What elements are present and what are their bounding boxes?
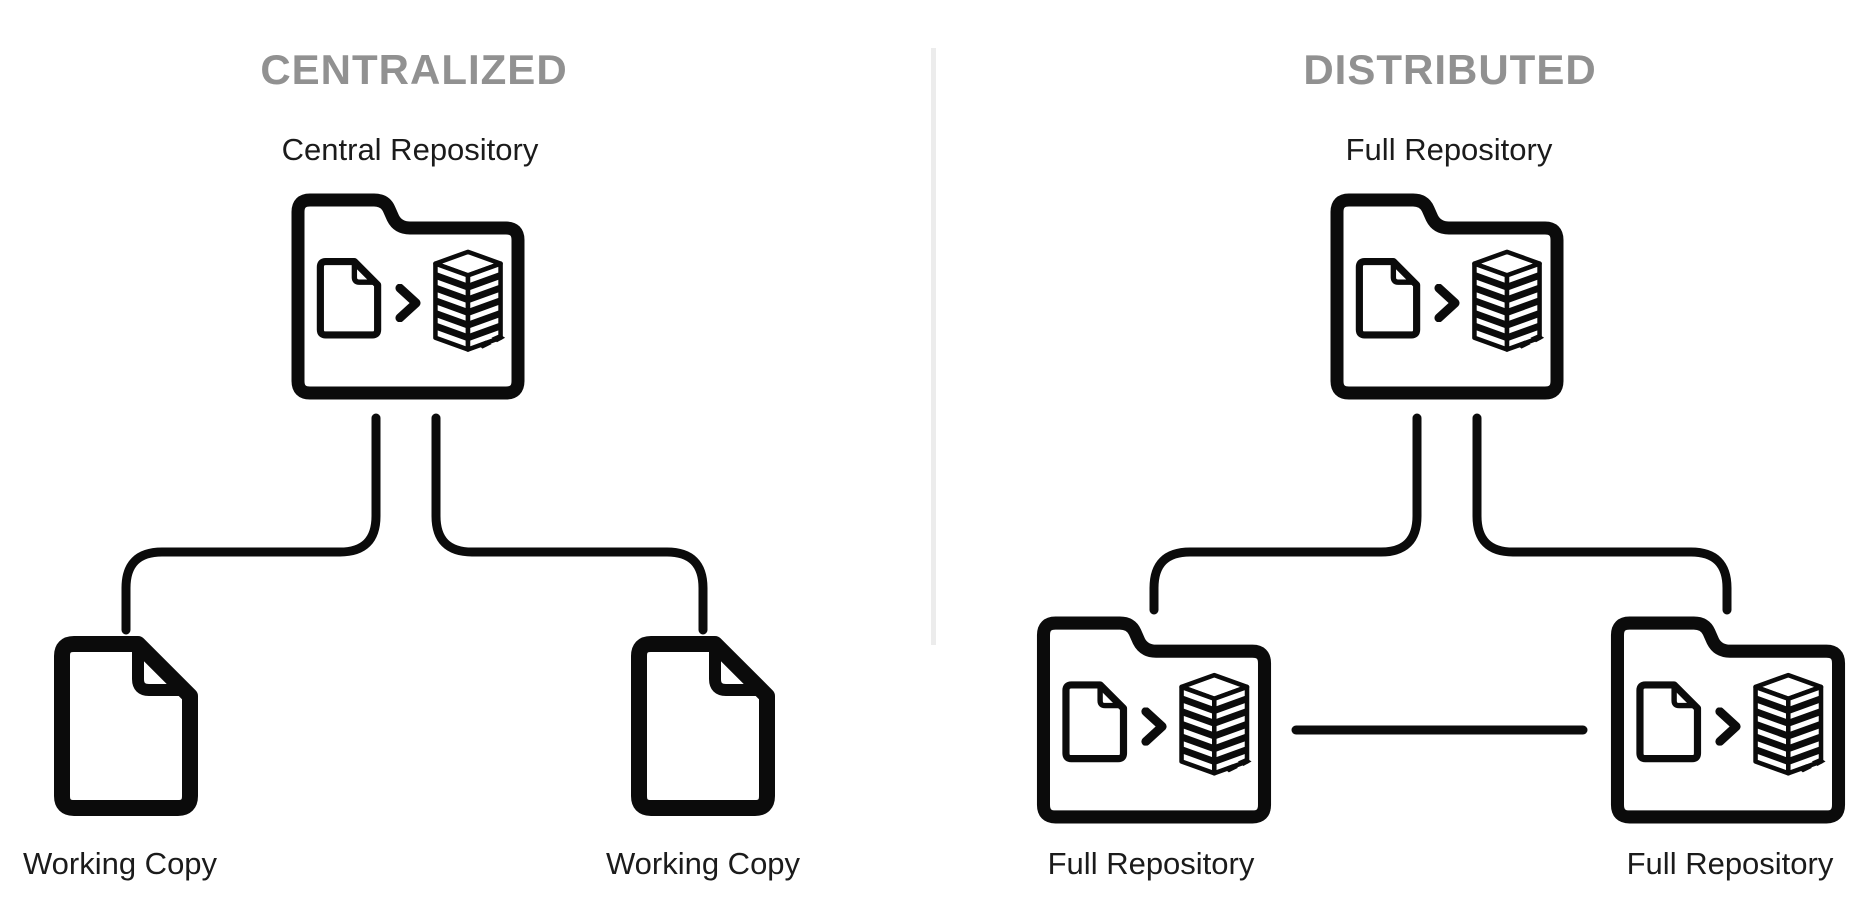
- working-copy-label: Working Copy: [605, 846, 801, 881]
- central-repository-label: Central Repository: [281, 132, 539, 167]
- distributed-panel-title: DISTRIBUTED: [1303, 46, 1597, 93]
- centralized-panel-title: CENTRALIZED: [260, 46, 568, 93]
- document-icon: [627, 634, 779, 819]
- working-copy-label: Working Copy: [22, 846, 218, 881]
- repository-folder-icon: [1033, 613, 1275, 827]
- document-icon: [50, 634, 202, 819]
- distributed-right-branch-line: [1472, 413, 1732, 615]
- panel-divider: [931, 48, 936, 645]
- repository-folder-icon: [288, 190, 528, 403]
- centralized-left-branch-line: [121, 413, 381, 635]
- repository-folder-icon: [1327, 190, 1567, 403]
- distributed-left-branch-line: [1149, 413, 1422, 615]
- full-repository-label: Full Repository: [1626, 846, 1834, 881]
- full-repository-label: Full Repository: [1345, 132, 1553, 167]
- centralized-right-branch-line: [431, 413, 708, 635]
- repository-folder-icon: [1606, 613, 1850, 827]
- full-repository-label: Full Repository: [1047, 846, 1255, 881]
